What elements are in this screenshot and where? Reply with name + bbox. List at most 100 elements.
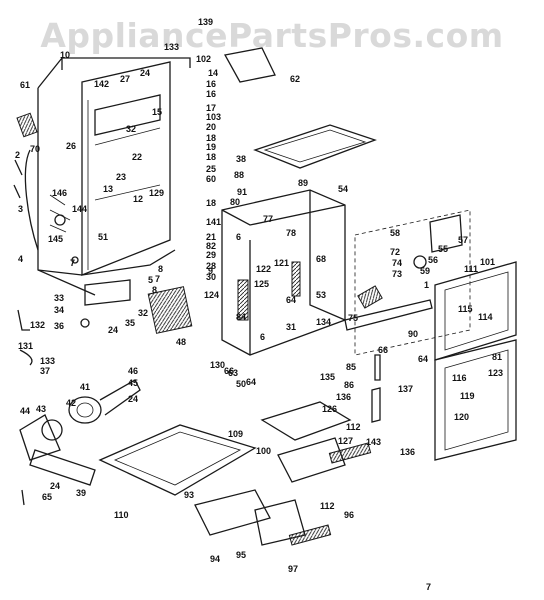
- part-label: 23: [116, 172, 126, 182]
- part-label: 135: [320, 372, 335, 382]
- part-label: 28: [206, 261, 216, 271]
- part-label: 24: [140, 68, 150, 78]
- part-label: 102: [196, 54, 211, 64]
- part-label: 129: [149, 188, 164, 198]
- part-label: 31: [286, 322, 296, 332]
- part-label: 96: [344, 510, 354, 520]
- part-label: 43: [36, 404, 46, 414]
- part-label: 39: [76, 488, 86, 498]
- part-label: 24: [50, 481, 60, 491]
- part-label: 75: [348, 313, 358, 323]
- part-label: 81: [492, 352, 502, 362]
- part-label: 86: [344, 380, 354, 390]
- part-label: 45: [128, 378, 138, 388]
- part-label: 84: [236, 312, 246, 322]
- part-label: 73: [392, 269, 402, 279]
- part-label: 63: [228, 368, 238, 378]
- part-label: 12: [133, 194, 143, 204]
- part-label: 68: [316, 254, 326, 264]
- part-label: 70: [30, 144, 40, 154]
- part-label: 48: [176, 337, 186, 347]
- drain-pan: [98, 424, 257, 496]
- part-label: 64: [418, 354, 428, 364]
- part-label: 24: [128, 394, 138, 404]
- evaporator-grille: [147, 286, 193, 334]
- part-label: 51: [98, 232, 108, 242]
- part-label: 95: [236, 550, 246, 560]
- part-label: 66: [378, 345, 388, 355]
- freezer-liner: [221, 189, 346, 356]
- part-label: 137: [398, 384, 413, 394]
- part-label: 62: [290, 74, 300, 84]
- part-label: 42: [66, 398, 76, 408]
- part-label: 139: [198, 17, 213, 27]
- part-label: 26: [66, 141, 76, 151]
- part-label: 123: [488, 368, 503, 378]
- part-label: 19: [206, 142, 216, 152]
- part-label: 103: [206, 112, 221, 122]
- part-label: 112: [320, 501, 335, 511]
- part-label: 114: [478, 312, 493, 322]
- part-label: 60: [206, 174, 216, 184]
- refrigerator-doors: [434, 261, 517, 461]
- part-label: 126: [322, 404, 337, 414]
- part-label: 88: [234, 170, 244, 180]
- part-label: 91: [237, 187, 247, 197]
- part-label: 146: [52, 188, 67, 198]
- crisper-93: [194, 489, 271, 536]
- part-label: 10: [60, 50, 70, 60]
- part-label: 110: [114, 510, 129, 520]
- part-label: 15: [152, 107, 162, 117]
- part-label: 34: [54, 305, 64, 315]
- part-label: 30: [206, 272, 216, 282]
- part-label: 59: [420, 266, 430, 276]
- part-label: 80: [230, 197, 240, 207]
- part-label: 89: [298, 178, 308, 188]
- part-label: 58: [390, 228, 400, 238]
- part-label: 66: [224, 366, 234, 376]
- part-label: 134: [316, 317, 331, 327]
- part-label: 111: [464, 264, 478, 274]
- part-label: 119: [460, 391, 475, 401]
- part-label: 74: [392, 258, 402, 268]
- part-label: 145: [48, 234, 63, 244]
- part-label: 4: [18, 254, 23, 264]
- part-label: 29: [206, 250, 216, 260]
- panel-62: [223, 47, 276, 83]
- part-label: 132: [30, 320, 45, 330]
- part-label: 61: [20, 80, 30, 90]
- part-label: 3: [18, 204, 23, 214]
- part-label: 136: [400, 447, 415, 457]
- part-label: 109: [228, 429, 243, 439]
- part-label: 16: [206, 79, 216, 89]
- left-parts: [13, 112, 131, 366]
- part-label: 127: [338, 436, 353, 446]
- part-label: 7: [426, 582, 431, 592]
- part-label: 33: [54, 293, 64, 303]
- part-label: 112: [346, 422, 361, 432]
- part-label: 14: [208, 68, 218, 78]
- fan-motor-assembly: [19, 379, 141, 486]
- part-label: 32: [126, 124, 136, 134]
- part-label: 120: [454, 412, 469, 422]
- part-label: 16: [206, 89, 216, 99]
- part-label: 144: [72, 204, 87, 214]
- part-label: 97: [288, 564, 298, 574]
- part-label: 101: [480, 257, 495, 267]
- part-label: 56: [428, 255, 438, 265]
- part-label: 85: [346, 362, 356, 372]
- part-label: 53: [316, 290, 326, 300]
- part-label: 125: [254, 279, 269, 289]
- part-label: 82: [206, 241, 216, 251]
- part-label: 38: [236, 154, 246, 164]
- part-label: 57: [458, 235, 468, 245]
- part-label: 124: [204, 290, 219, 300]
- part-label: 27: [120, 74, 130, 84]
- part-label: 35: [125, 318, 135, 328]
- main-cabinet: [37, 57, 191, 296]
- part-label: 5: [148, 275, 153, 285]
- part-label: 6: [260, 332, 265, 342]
- strip-90: [344, 299, 433, 331]
- part-label: 100: [256, 446, 271, 456]
